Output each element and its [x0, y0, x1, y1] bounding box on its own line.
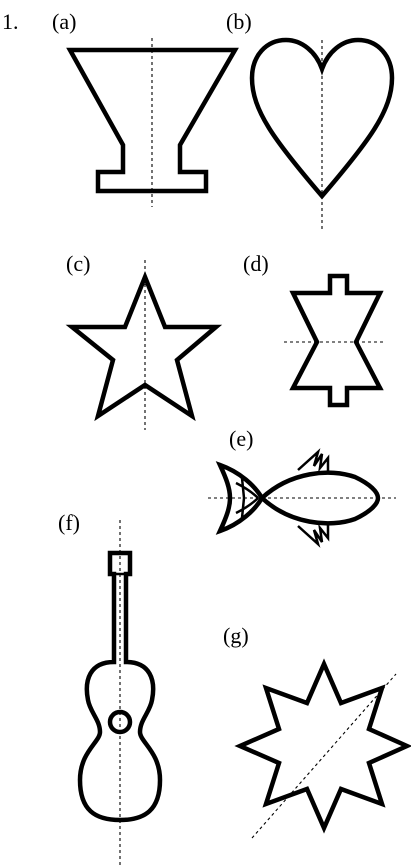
figure-c-label: (c) [66, 251, 90, 276]
figure-g: (g) [223, 623, 407, 838]
figure-e: (e) [208, 426, 396, 544]
figure-g-symmetry-line [252, 674, 396, 838]
double-arrow-icon [293, 276, 380, 405]
star-icon [72, 277, 216, 416]
figure-e-label: (e) [229, 426, 253, 451]
figure-b: (b) [226, 9, 392, 230]
figure-c: (c) [66, 251, 216, 430]
fish-fin-bottom [298, 524, 328, 544]
fish-fin-top [298, 452, 328, 472]
question-number: 1. [2, 9, 19, 34]
figure-f-label: (f) [58, 510, 80, 535]
figure-a-label: (a) [52, 9, 76, 34]
figure-g-label: (g) [223, 623, 249, 648]
figure-d-label: (d) [243, 251, 269, 276]
eight-point-star-icon [240, 664, 407, 828]
figure-b-label: (b) [226, 9, 252, 34]
figure-f: (f) [58, 510, 160, 865]
figure-d: (d) [243, 251, 385, 405]
figure-a: (a) [52, 9, 235, 207]
goblet-icon [70, 50, 235, 191]
